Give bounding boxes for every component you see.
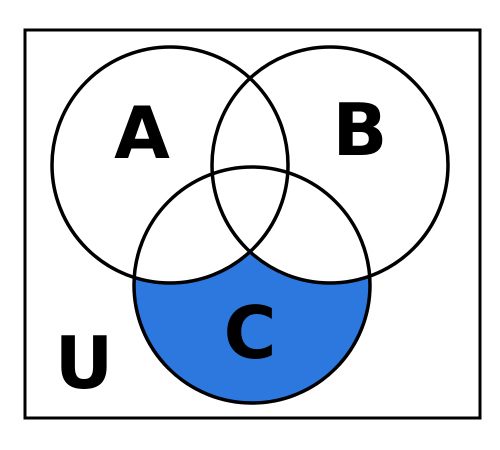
- label-universe: U: [55, 321, 113, 405]
- circle-b: [210, 45, 450, 285]
- label-c: C: [224, 291, 277, 375]
- label-a: A: [114, 91, 170, 175]
- label-b: B: [333, 88, 388, 172]
- circle-a: [50, 45, 290, 285]
- circle-c: [132, 165, 372, 405]
